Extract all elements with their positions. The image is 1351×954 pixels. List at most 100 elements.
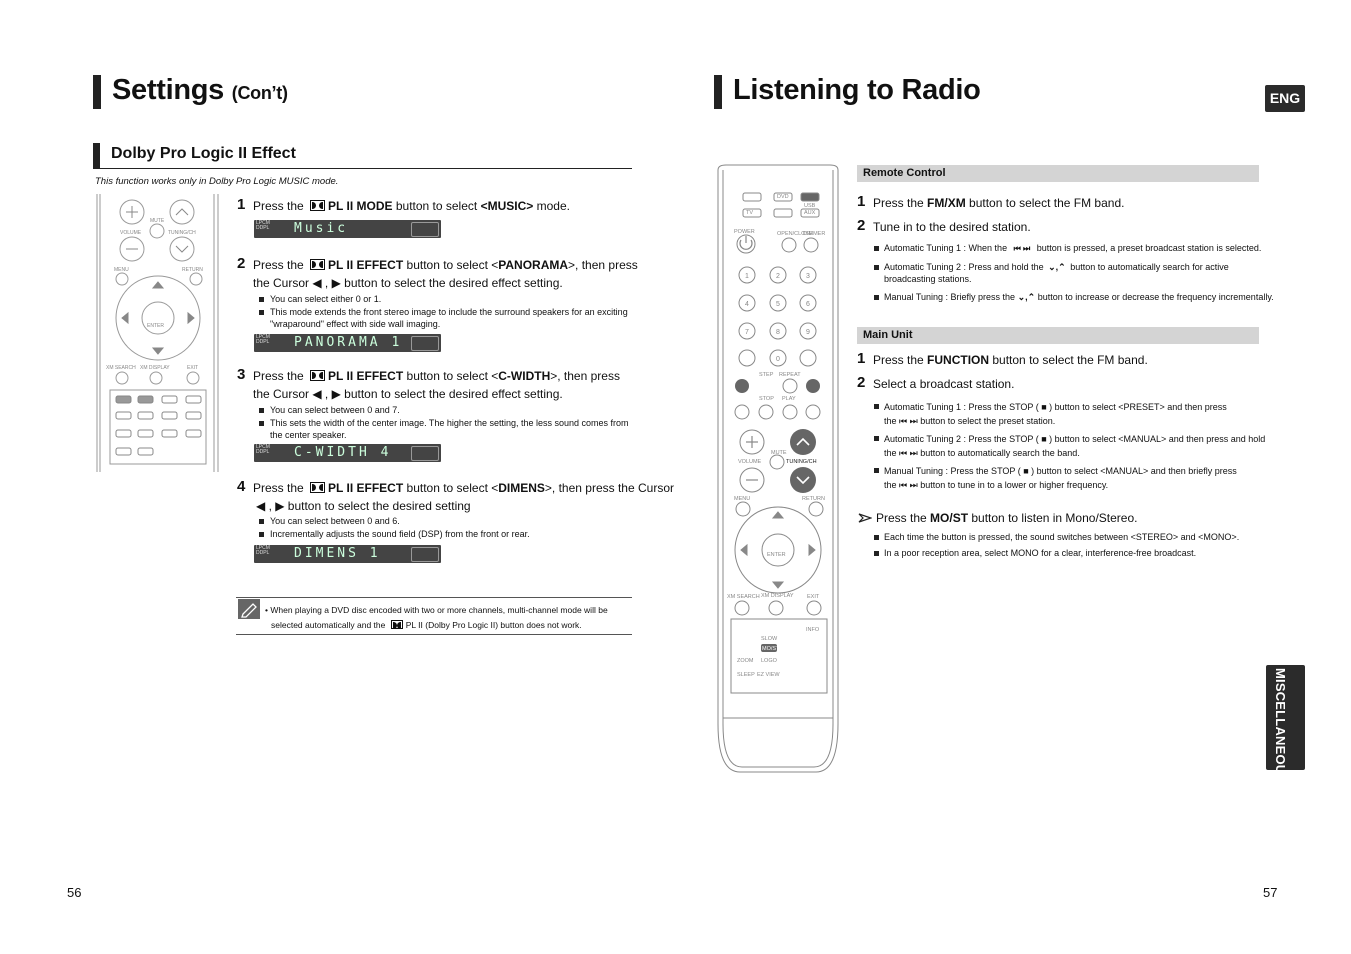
title-suffix: (Con’t) [231, 83, 288, 103]
tuning-arrows-icon: ⌄,⌃ [1048, 262, 1066, 272]
bullet-post: button to automatically search for activ… [884, 262, 1229, 284]
note-text: • When playing a DVD disc encoded with t… [265, 603, 630, 633]
step-2-line2: the Cursor ◀ , ▶ button to select the de… [253, 276, 563, 290]
main-bullet-2: Automatic Tuning 2 : Press the STOP ( ■ … [872, 432, 1267, 460]
ez-view-label: EZ VIEW [757, 672, 780, 678]
enter-label: ENTER [767, 552, 786, 558]
dolby-icon [310, 259, 326, 270]
digit-7: 7 [745, 329, 749, 336]
page-number-left: 56 [67, 885, 82, 900]
note-line-1: • When playing a DVD disc encoded with t… [265, 605, 608, 615]
note-pencil-icon [238, 599, 260, 619]
remote-bullet-2: Automatic Tuning 2 : Press and hold the … [872, 261, 1272, 285]
digit-1: 1 [745, 273, 749, 280]
bullet-pre: Manual Tuning : Briefly press the [884, 292, 1018, 302]
step-3-tail: >, then press [550, 369, 620, 383]
step-4-bullets: You can select between 0 and 6. Incremen… [257, 515, 632, 540]
lcd-text-4: DIMENS 1 [294, 546, 381, 561]
repeat-label: REPEAT [779, 372, 801, 378]
return-label: RETURN [802, 496, 825, 502]
play-label: PLAY [782, 396, 796, 402]
main-step-1-text: Press the FUNCTION button to select the … [873, 351, 1148, 369]
step-1-text: Press the PL II MODE button to select <M… [253, 197, 570, 215]
step-3-text: Press the PL II EFFECT button to select … [253, 367, 620, 385]
bullet-line-2: the ⏮ ⏭ button to tune in to a lower or … [884, 480, 1109, 490]
lcd-text-2: PANORAMA 1 [294, 335, 403, 350]
slow-label: SLOW [761, 636, 778, 642]
dolby-icon [310, 370, 326, 381]
tv-label: TV [746, 210, 753, 216]
mono-bullet-2: In a poor reception area, select MONO fo… [872, 547, 1272, 559]
bullet: You can select between 0 and 7. [257, 404, 634, 416]
remote-step-1-text: Press the FM/XM button to select the FM … [873, 194, 1124, 212]
digit-8: 8 [776, 329, 780, 336]
step-4-post: button to select < [406, 481, 499, 495]
mono-pre: Press the [876, 511, 931, 525]
xm-display-label: XM DISPLAY [761, 593, 794, 599]
lcd-indicator-icon [411, 336, 439, 351]
page-title-right: Listening to Radio [733, 74, 981, 106]
dolby-icon [390, 620, 403, 629]
title-bar-left [93, 75, 101, 109]
lang-tab: ENG [1265, 85, 1305, 112]
xm-display-label: XM DISPLAY [140, 365, 170, 371]
dimmer-label: DIMMER [803, 231, 825, 237]
remote-bullet-1: Automatic Tuning 1 : When the ⏮ ⏭ button… [872, 242, 1272, 255]
bullet-post: button is pressed, a preset broadcast st… [1036, 243, 1262, 253]
page-number-right: 57 [1263, 885, 1278, 900]
return-label: RETURN [182, 267, 203, 273]
info-label: INFO [806, 627, 820, 633]
dolby-icon [310, 200, 326, 211]
step-2-number: 2 [237, 255, 246, 272]
step-4-tail: >, then press the Cursor [544, 481, 674, 495]
enter-label: ENTER [147, 323, 164, 329]
title-text: Settings [112, 74, 224, 106]
digit-3: 3 [806, 273, 810, 280]
step-label: STEP [759, 372, 774, 378]
skip-icon: ⏮ ⏭ [1013, 244, 1031, 253]
step-2-tail: >, then press [568, 258, 638, 272]
mono-bold: MO/ST [930, 511, 969, 525]
section-title: Dolby Pro Logic II Effect [111, 145, 296, 162]
tuning-label: TUNING/CH [786, 459, 817, 465]
main-step-1-number: 1 [857, 350, 866, 367]
open-close-label: OPEN/CLOSE [777, 231, 813, 237]
remote-bullets: Automatic Tuning 1 : When the ⏮ ⏭ button… [872, 242, 1274, 303]
section-intro: This function works only in Dolby Pro Lo… [95, 176, 339, 187]
step-4-button: PL II EFFECT [328, 481, 404, 495]
tuning-arrows-icon: ⌄,⌃ [1017, 292, 1036, 302]
remote-control-header: Remote Control [857, 165, 1259, 182]
page-title-left: Settings (Con’t) [112, 74, 288, 107]
bullet-line-1: Automatic Tuning 2 : Press the STOP ( ■ … [884, 434, 1266, 444]
mono-bullets: Each time the button is pressed, the sou… [872, 531, 1272, 559]
step-3-line2: the Cursor ◀ , ▶ button to select the de… [253, 387, 563, 401]
step-2-bullets: You can select either 0 or 1. This mode … [257, 293, 632, 330]
bullet: You can select either 0 or 1. [257, 293, 632, 305]
remote-step-1-post: button to select the FM band. [965, 196, 1125, 210]
logo-label: LOGO [761, 658, 778, 664]
misc-side-tab: MISCELLANEOUS [1266, 665, 1305, 783]
note-line-2-post: (Dolby Pro Logic II) button does not wor… [425, 620, 582, 630]
step-2-button: PL II EFFECT [328, 258, 404, 272]
step-3-value: C-WIDTH [498, 369, 551, 383]
lcd-text-1: Music [294, 221, 349, 236]
lcd-indicator-icon [411, 547, 439, 562]
main-step-2-number: 2 [857, 374, 866, 391]
lcd-text-3: C-WIDTH 4 [294, 445, 392, 460]
step-3-pre: Press the [253, 369, 304, 383]
step-3-post: button to select < [406, 369, 499, 383]
note-line-2-pre: selected automatically and the [271, 620, 386, 630]
mute-label: MUTE [150, 218, 165, 224]
lcd-indicator-icon [411, 446, 439, 461]
step-4-pre: Press the [253, 481, 304, 495]
step-4-number: 4 [237, 478, 246, 495]
mono-bullet-1: Each time the button is pressed, the sou… [872, 531, 1272, 543]
main-step-1-pre: Press the [873, 353, 928, 367]
step-1-post: button to select [395, 199, 478, 213]
